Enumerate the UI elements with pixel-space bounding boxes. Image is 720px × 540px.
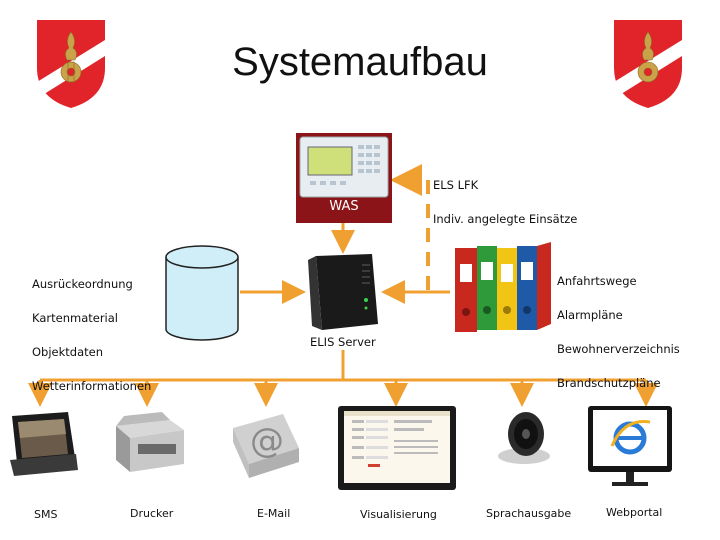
output-label-printer: Drucker	[130, 507, 174, 520]
folders-line: Anfahrtswege	[557, 274, 637, 288]
output-label-webportal: Webportal	[606, 506, 663, 519]
server-node	[308, 252, 380, 337]
server-label: ELIS Server	[310, 335, 376, 349]
database-line: Wetterinformationen	[32, 379, 152, 393]
lfk-label: ELS LFK Indiv. angelegte Einsätze	[433, 160, 577, 245]
binders-icon	[455, 242, 551, 332]
at-sign-icon: @	[233, 414, 299, 478]
database-cylinder-icon	[165, 245, 239, 341]
output-label-sms: SMS	[34, 508, 58, 521]
output-label-email: E-Mail	[257, 507, 291, 520]
fire-brigade-emblem-icon	[37, 20, 105, 108]
output-sms	[6, 410, 78, 483]
lfk-dashed-connector	[390, 164, 430, 290]
output-speaker	[496, 408, 558, 473]
database-line: Kartenmaterial	[32, 311, 118, 325]
was-device: WAS	[296, 133, 392, 223]
lfk-line: ELS LFK	[433, 178, 479, 192]
was-label: WAS	[329, 199, 359, 214]
output-label-speaker: Sprachausgabe	[486, 507, 572, 520]
database-line: Ausrückeordnung	[32, 277, 133, 291]
output-printer	[110, 410, 186, 481]
page-title: Systemaufbau	[232, 40, 488, 84]
svg-text:@: @	[250, 421, 284, 461]
database-line: Objektdaten	[32, 345, 104, 359]
folders-label: Anfahrtswege Alarmpläne Bewohnerverzeich…	[557, 256, 680, 409]
speaker-icon	[498, 412, 550, 464]
folders-line: Alarmpläne	[557, 308, 623, 322]
database-node	[165, 245, 239, 346]
lfk-line: Indiv. angelegte Einsätze	[433, 212, 578, 226]
monitor-app-icon	[338, 406, 456, 490]
database-label: Ausrückeordnung Kartenmaterial Objektdat…	[32, 259, 151, 412]
fire-brigade-emblem-icon	[614, 20, 682, 108]
output-email: @	[223, 408, 303, 489]
output-webportal	[588, 406, 672, 497]
folders-line: Brandschutzpläne	[557, 376, 661, 390]
smartphone-icon	[10, 412, 78, 476]
folders-line: Bewohnerverzeichnis	[557, 342, 680, 356]
alarm-terminal-icon	[296, 133, 392, 223]
internet-explorer-monitor-icon	[588, 406, 672, 486]
fire-brigade-logo-right	[612, 18, 684, 115]
folders-node	[453, 242, 553, 339]
server-tower-icon	[308, 254, 378, 330]
output-label-visualization: Visualisierung	[360, 508, 437, 521]
printer-icon	[116, 412, 184, 472]
output-branch-arrows	[28, 380, 658, 407]
fire-brigade-logo-left	[35, 18, 107, 115]
output-visualization	[338, 406, 456, 499]
